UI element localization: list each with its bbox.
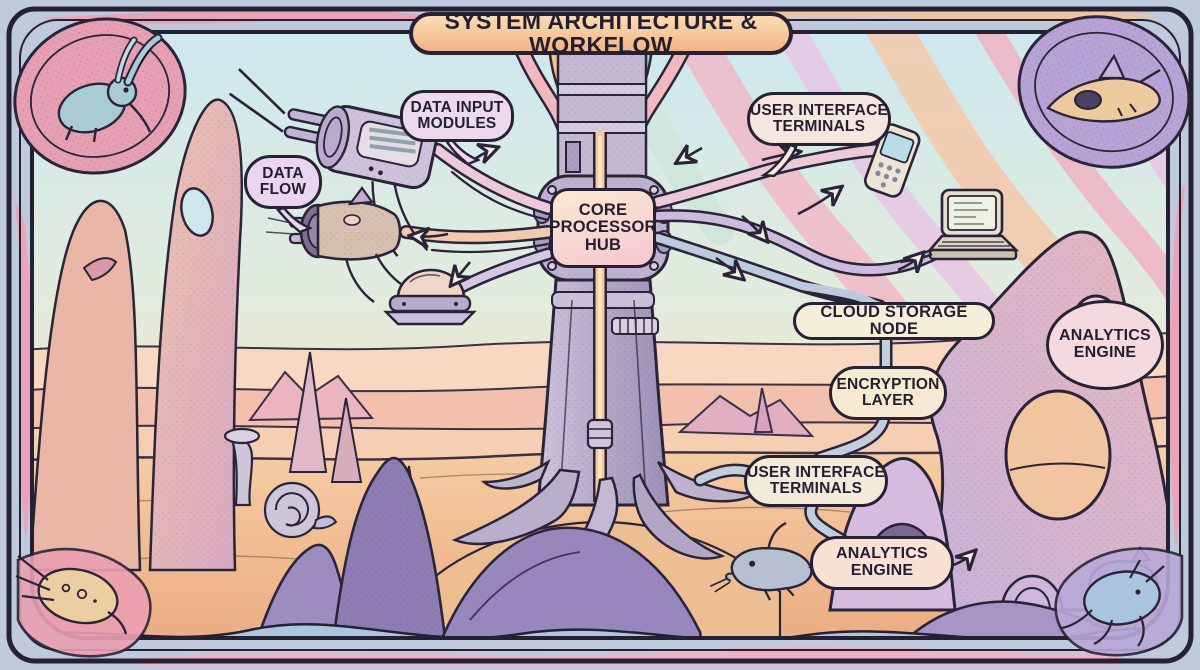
node-core-processor-hub: CORE PROCESSOR HUB [549,188,656,268]
node-analytics-engine-right: ANALYTICS ENGINE [1046,300,1164,390]
bubble-tail [446,138,480,166]
corner-bottom-left [15,547,152,658]
snail-rock-sculpture [223,427,338,539]
blue-squid-corner-icon [1061,559,1165,647]
dome-pod-device [383,268,477,326]
skull-ship-icon [1046,53,1161,123]
outer-frame-line [6,6,1194,664]
node-data-flow: DATA FLOW [244,155,322,209]
node-encryption-layer: ENCRYPTION LAYER [829,366,947,420]
node-user-interface-terminals-bottom: USER INTERFACE TERMINALS [744,455,888,507]
node-cloud-storage-node: CLOUD STORAGE NODE [793,302,995,340]
sand-shrimp-icon [15,555,128,635]
rock-spires [32,98,423,572]
laptop-terminal-device [899,188,1020,264]
bubble-tail [276,206,312,234]
title-banner: SYSTEM ARCHITECTURE & WORKFLOW [409,9,793,56]
bubble-tail [760,143,798,177]
corner-top-right [1017,15,1191,169]
handheld-terminal-device [863,123,921,198]
flow-arrows [412,148,922,284]
corner-top-left [13,17,187,175]
corner-bottom-right [1054,547,1184,657]
node-user-interface-terminals-top: USER INTERFACE TERMINALS [747,92,891,146]
alien-hare-icon [57,33,163,143]
node-analytics-engine-bottom: ANALYTICS ENGINE [810,536,954,590]
node-data-input-modules: DATA INPUT MODULES [400,90,514,142]
